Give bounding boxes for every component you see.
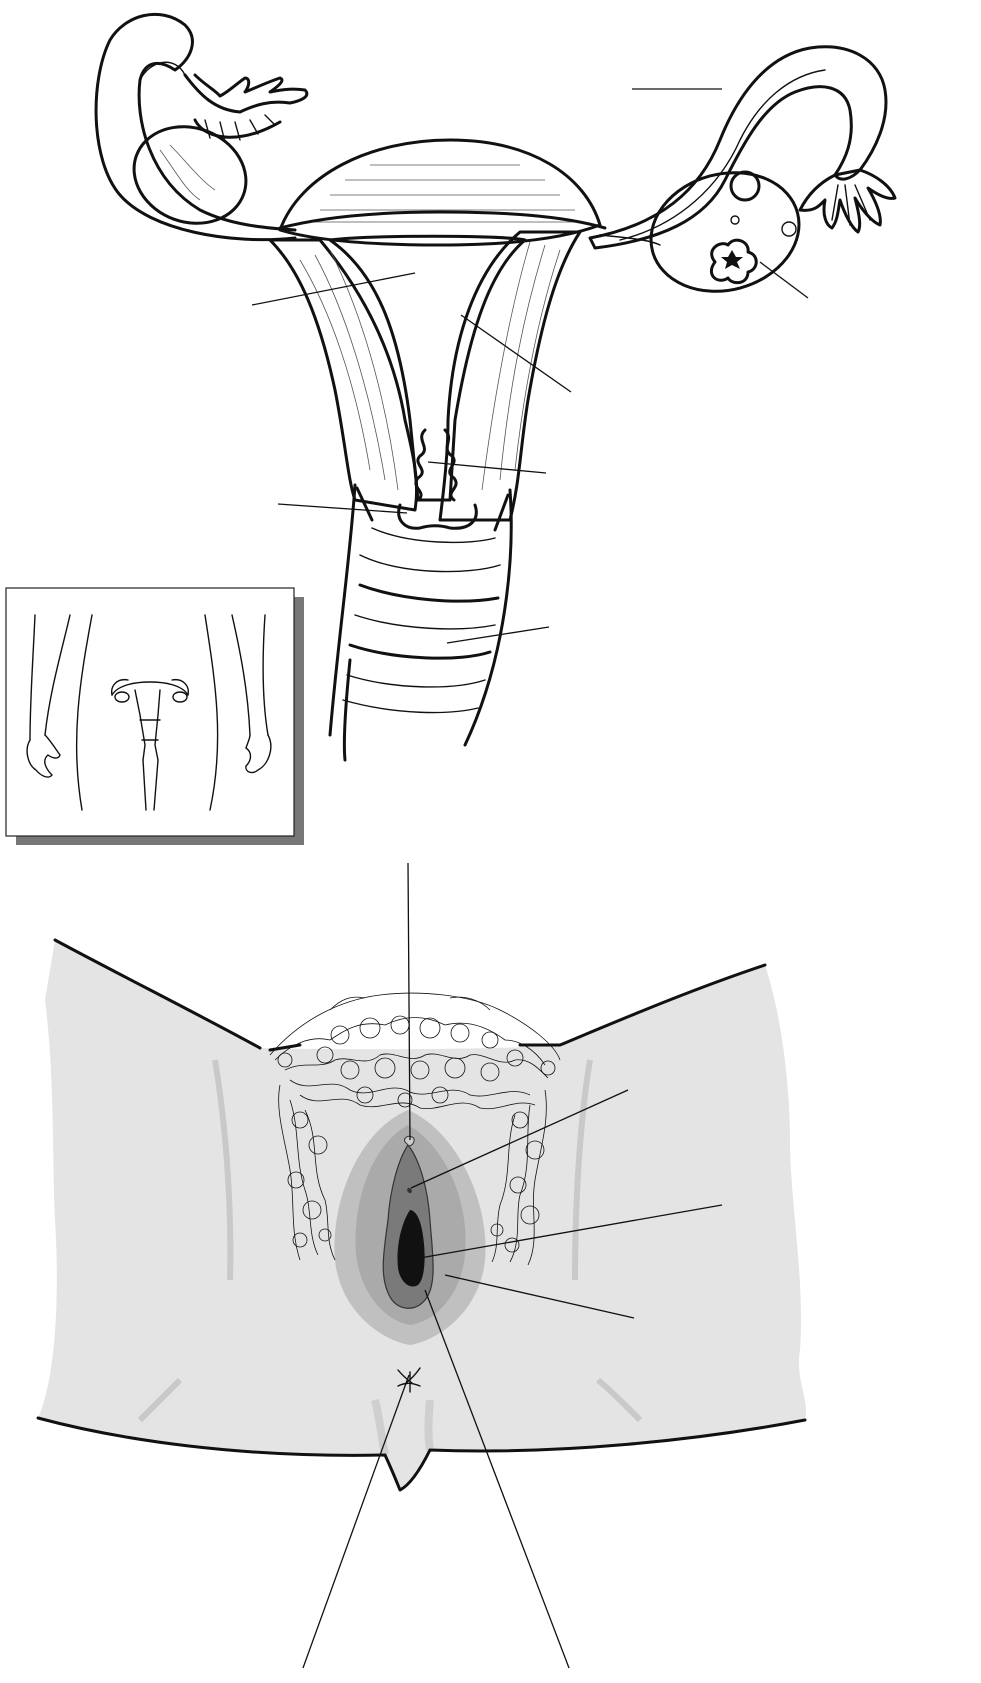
vagina [330, 485, 511, 760]
left-fimbriae [185, 75, 307, 142]
uterus-fundus [280, 140, 605, 245]
inset-locator-figure [6, 588, 304, 845]
leader-ovary [760, 262, 808, 298]
external-view-figure [38, 863, 806, 1668]
left-ovary [120, 111, 259, 238]
internal-organs-figure [6, 14, 895, 845]
leader-uterine-cavity [252, 273, 415, 305]
uterus-left-wall [270, 240, 417, 510]
leader-uterine-wall [461, 315, 571, 392]
uterus-right-wall [440, 232, 580, 520]
inset-frame [6, 588, 294, 836]
right-ovary [600, 157, 812, 308]
uterine-cavity [330, 236, 525, 500]
